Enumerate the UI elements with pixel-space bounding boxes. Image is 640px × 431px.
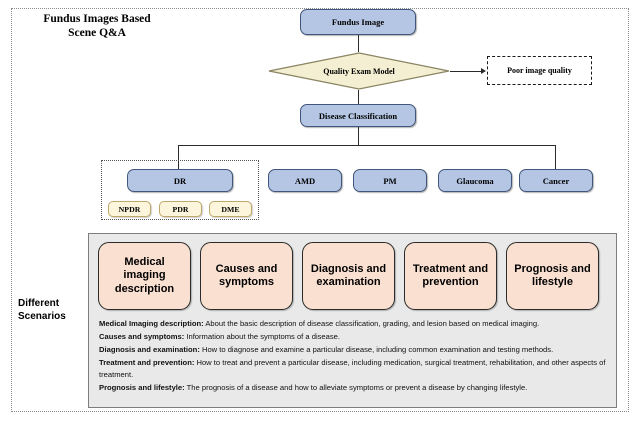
scenario-descriptions: Medical Imaging description: About the b… [99, 318, 607, 395]
scenarios-panel: Medical imaging description Causes and s… [88, 233, 617, 408]
scenario-card-prognosis-and-lifestyle[interactable]: Prognosis and lifestyle [506, 242, 599, 310]
scenario-description-term: Treatment and prevention: [99, 358, 195, 368]
node-fundus-image-label: Fundus Image [331, 17, 385, 27]
node-disease-dr[interactable]: DR [127, 169, 233, 192]
scenario-card-label: Medical imaging description [114, 255, 175, 295]
scenario-description-text: How to treat and prevent a particular di… [99, 358, 606, 379]
node-disease-amd[interactable]: AMD [268, 169, 342, 192]
node-subtype-dme-label: DME [221, 204, 240, 214]
connector-fundus-to-quality [358, 35, 359, 52]
node-disease-cancer[interactable]: Cancer [519, 169, 593, 192]
arrowhead-poor-image-quality [481, 68, 486, 74]
scenario-card-label: Diagnosis and examination [310, 262, 387, 289]
scenario-description-text: Information about the symptoms of a dise… [184, 332, 341, 342]
scenario-description-item: Causes and symptoms: Information about t… [99, 331, 607, 343]
node-poor-image-quality-label: Poor image quality [507, 66, 572, 75]
node-disease-cancer-label: Cancer [542, 175, 570, 186]
node-subtype-npdr[interactable]: NPDR [108, 201, 151, 217]
node-subtype-npdr-label: NPDR [118, 204, 141, 214]
scenario-description-text: About the basic description of disease c… [203, 319, 540, 328]
scenario-card-medical-imaging-description[interactable]: Medical imaging description [98, 242, 191, 310]
scenario-description-term: Diagnosis and examination: [99, 345, 200, 355]
node-quality-exam-model-label: Quality Exam Model [323, 66, 395, 76]
scenario-description-text: The prognosis of a disease and how to al… [184, 382, 528, 392]
node-subtype-dme[interactable]: DME [209, 201, 252, 217]
scenario-card-label: Treatment and prevention [412, 262, 489, 289]
diamond-shape [268, 52, 450, 90]
scenario-description-term: Medical Imaging description: [99, 319, 204, 328]
node-disease-pm[interactable]: PM [353, 169, 427, 192]
scenario-card-diagnosis-and-examination[interactable]: Diagnosis and examination [302, 242, 395, 310]
connector-quality-to-disease [358, 90, 359, 104]
node-disease-dr-label: DR [173, 175, 187, 186]
scenario-description-text: How to diagnose and examine a particular… [199, 345, 554, 355]
node-disease-glaucoma-label: Glaucoma [456, 175, 494, 186]
node-disease-amd-label: AMD [294, 175, 316, 186]
connector-disease-bus [178, 145, 556, 146]
scenario-card-causes-and-symptoms[interactable]: Causes and symptoms [200, 242, 293, 310]
scenario-card-label: Prognosis and lifestyle [514, 262, 591, 289]
connector-bus-drop-dr [178, 145, 179, 170]
scenario-description-item: Medical Imaging description: About the b… [99, 318, 607, 330]
scenario-description-item: Prognosis and lifestyle: The prognosis o… [99, 382, 607, 394]
node-disease-glaucoma[interactable]: Glaucoma [438, 169, 512, 192]
node-poor-image-quality[interactable]: Poor image quality [487, 56, 592, 85]
node-disease-classification[interactable]: Disease Classification [300, 104, 416, 127]
scenario-description-item: Diagnosis and examination: How to diagno… [99, 344, 607, 356]
figure-title: Fundus Images Based Scene Q&A [43, 13, 151, 39]
node-subtype-pdr[interactable]: PDR [159, 201, 202, 217]
node-subtype-pdr-label: PDR [172, 204, 189, 214]
node-disease-pm-label: PM [383, 175, 397, 186]
different-scenarios-caption: Different Scenarios [18, 298, 66, 322]
connector-disease-stem [358, 127, 359, 145]
scenario-description-term: Prognosis and lifestyle: [99, 382, 185, 392]
scenario-card-label: Causes and symptoms [215, 262, 278, 289]
scenario-description-item: Treatment and prevention: How to treat a… [99, 357, 607, 380]
scenario-description-term: Causes and symptoms: [99, 332, 185, 342]
connector-quality-to-poor [450, 71, 482, 72]
connector-bus-drop-cancer [555, 145, 556, 170]
node-quality-exam-model[interactable]: Quality Exam Model [268, 52, 450, 90]
node-fundus-image[interactable]: Fundus Image [300, 9, 416, 35]
node-disease-classification-label: Disease Classification [318, 110, 398, 121]
dr-group-container [101, 160, 259, 220]
scenario-card-treatment-and-prevention[interactable]: Treatment and prevention [404, 242, 497, 310]
